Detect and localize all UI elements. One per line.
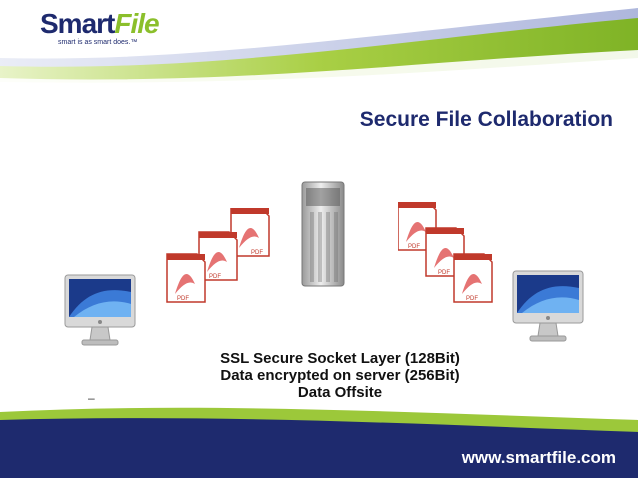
footer-url: www.smartfile.com xyxy=(461,448,616,467)
svg-text:PDF: PDF xyxy=(466,296,478,302)
pdf-file-icon: PDF xyxy=(453,253,493,303)
stray-dash: – xyxy=(88,391,95,405)
svg-text:PDF: PDF xyxy=(408,244,420,250)
svg-text:PDF: PDF xyxy=(209,274,221,280)
top-blue-swoosh xyxy=(0,8,638,70)
imac-icon xyxy=(512,270,584,342)
logo-tagline: smart is as smart does.™ xyxy=(58,39,138,46)
pdf-file-icon: PDF xyxy=(198,231,238,281)
server-tower-icon xyxy=(301,181,345,287)
top-white-swoosh xyxy=(0,50,638,93)
pdf-stack-right: PDF PDF PDF xyxy=(398,202,493,303)
svg-text:PDF: PDF xyxy=(438,270,450,276)
svg-text:PDF: PDF xyxy=(177,296,189,302)
smartfile-logo: SmartFile smart is as smart does.™ xyxy=(40,8,170,50)
feature-ssl: SSL Secure Socket Layer (128Bit) xyxy=(220,350,460,367)
security-features: SSL Secure Socket Layer (128Bit) Data en… xyxy=(200,350,480,401)
bottom-navy-band xyxy=(0,418,638,478)
logo-file: File xyxy=(114,8,159,39)
svg-text:PDF: PDF xyxy=(251,250,263,256)
imac-icon xyxy=(64,274,136,346)
feature-encryption: Data encrypted on server (256Bit) xyxy=(220,367,460,384)
slide-title: Secure File Collaboration xyxy=(359,108,613,131)
logo-smart: Smart xyxy=(40,8,115,39)
feature-offsite: Data Offsite xyxy=(297,384,383,401)
pdf-stack-left: PDF PDF PDF xyxy=(166,208,270,303)
pdf-file-icon: PDF xyxy=(166,253,206,303)
